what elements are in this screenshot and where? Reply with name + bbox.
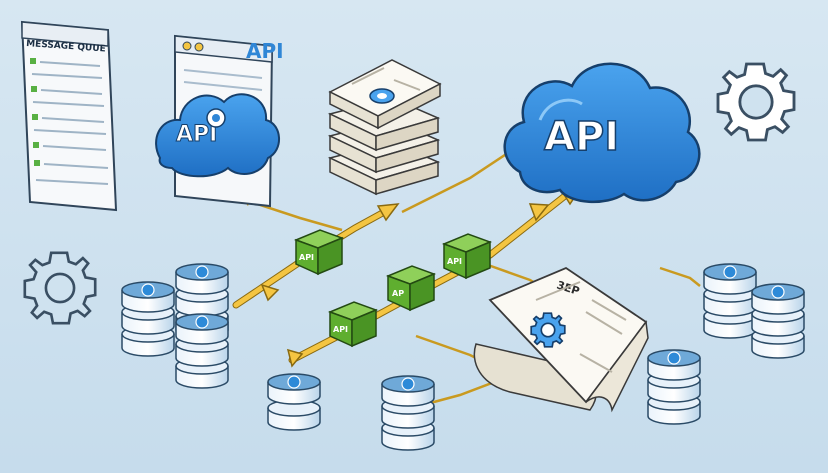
api-window-heading: API	[246, 39, 284, 63]
message-queue-lines	[30, 58, 109, 185]
database-icon	[381, 375, 435, 451]
api-packet: API	[441, 233, 493, 280]
database-icon	[703, 263, 757, 339]
api-packet: AP	[385, 265, 437, 312]
api-window: API API	[155, 34, 284, 208]
database-icon	[121, 281, 175, 357]
top-document-icon	[328, 59, 442, 130]
api-packet: API	[293, 229, 345, 276]
database-icon	[751, 283, 805, 359]
api-window-cloud-label: API	[176, 122, 217, 147]
packet-label: API	[333, 325, 348, 334]
packet-label: API	[447, 257, 462, 266]
database-icon	[175, 313, 229, 389]
gear-icon	[530, 312, 566, 348]
window-dot-icon	[194, 42, 204, 52]
database-icon	[267, 373, 321, 431]
window-dot-icon	[182, 41, 192, 51]
data-packets: API AP API API	[293, 229, 493, 348]
api-window-cloud-icon: API	[155, 93, 280, 178]
packet-label: API	[299, 253, 314, 262]
packet-label: AP	[392, 289, 404, 298]
document-stack	[327, 59, 442, 196]
database-icon	[647, 349, 701, 425]
document-page-icon: 3EP	[473, 266, 649, 413]
gear-icon	[23, 251, 97, 325]
api-cloud-label: API	[544, 114, 619, 160]
message-queue-panel: MESSAGE QUUE	[20, 20, 118, 212]
api-cloud-icon: API	[503, 62, 701, 204]
api-packet: API	[327, 301, 379, 348]
gear-icon	[716, 62, 796, 142]
